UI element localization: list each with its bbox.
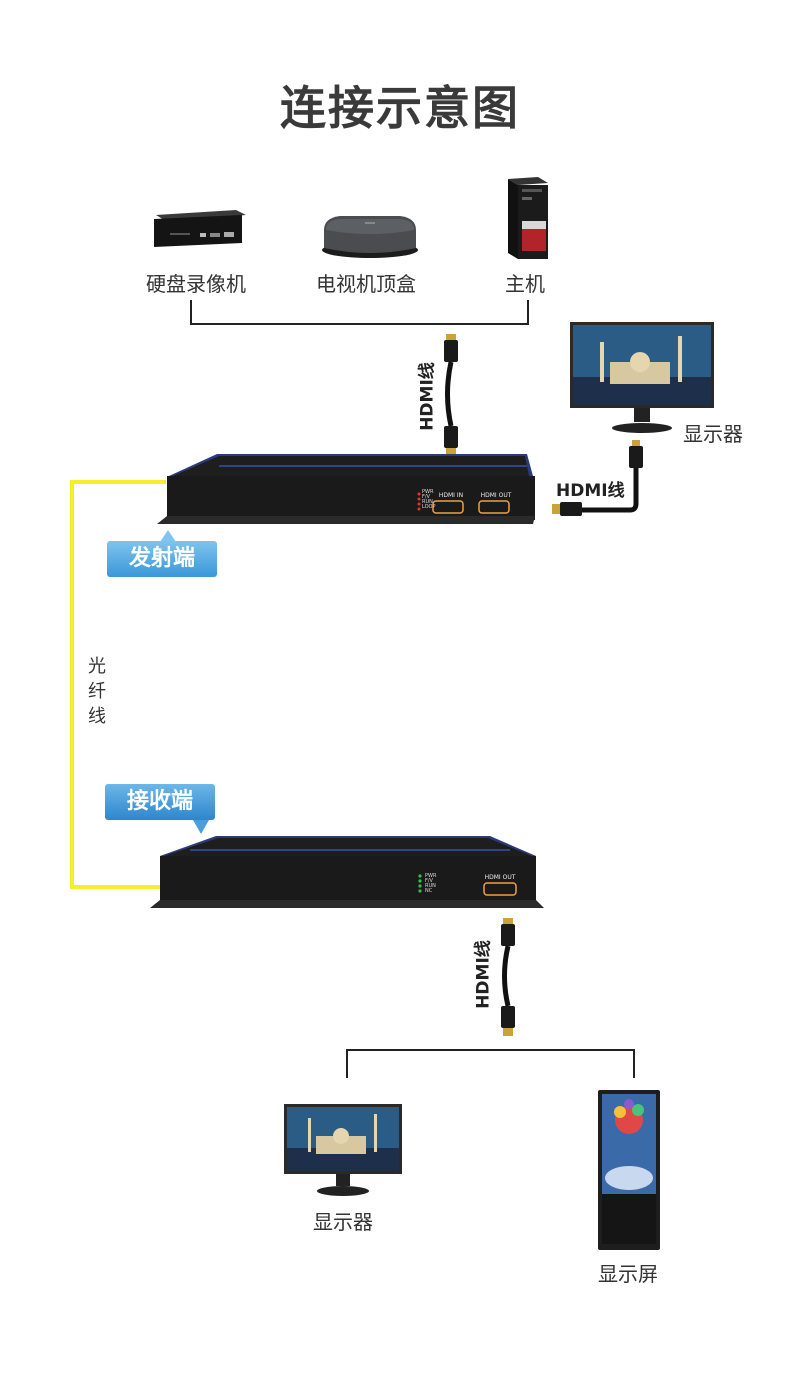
fiber-label-char-1: 光 [88, 656, 106, 677]
fiber-line [70, 480, 166, 889]
led-label-run: RUN [425, 883, 436, 889]
source-bracket-line [190, 300, 529, 325]
transmitter-tag: 发射端 [107, 541, 217, 577]
hdmi-cable-right [552, 440, 643, 516]
port-label-hdmi-out-tx: HDMI OUT [480, 492, 512, 499]
source-label-set-top-box: 电视机顶盒 [316, 272, 416, 296]
receiver-tag: 接收端 [105, 784, 215, 820]
pc-tower-icon [508, 177, 548, 259]
tag-pointer-rx [193, 820, 209, 834]
page-title: 连接示意图 [280, 81, 520, 135]
port-label-hdmi-in: HDMI IN [438, 492, 464, 499]
loop-monitor-icon [570, 322, 714, 433]
transmitter-device [157, 454, 535, 524]
led-label-pwr: PWR [422, 489, 434, 495]
standing-screen-label: 显示屏 [598, 1262, 658, 1286]
dvr-icon [154, 210, 246, 247]
port-label-hdmi-out-rx: HDMI OUT [484, 874, 516, 881]
transmitter-led-labels: PWR F/V RUN LOOP [422, 490, 436, 510]
rx-monitor-icon [284, 1104, 402, 1196]
led-label-loop: LOOP [422, 504, 436, 510]
led-label-nc: NC [425, 888, 433, 894]
loop-monitor-label: 显示器 [683, 422, 743, 446]
set-top-box-icon [322, 216, 418, 258]
hdmi-cable-top [444, 334, 458, 456]
led-label-fv: F/V [422, 494, 430, 500]
hdmi-label-right: HDMI线 [556, 481, 625, 501]
source-label-pc: 主机 [505, 272, 545, 296]
source-label-dvr: 硬盘录像机 [146, 272, 246, 296]
receiver-device [150, 836, 544, 908]
tag-pointer-tx [160, 530, 176, 542]
rx-monitor-label: 显示器 [313, 1210, 373, 1234]
hdmi-cable-bottom [501, 918, 515, 1036]
output-bracket-line [346, 1049, 635, 1078]
hdmi-label-top: HDMI线 [417, 362, 438, 431]
hdmi-label-bottom: HDMI线 [473, 940, 494, 1009]
receiver-led-labels: PWR F/V RUN NC [425, 874, 436, 894]
led-label-fv: F/V [425, 878, 433, 884]
led-label-run: RUN [422, 499, 433, 505]
standing-screen-icon [598, 1090, 660, 1250]
fiber-label-char-3: 线 [88, 706, 106, 727]
fiber-label-char-2: 纤 [88, 681, 106, 702]
led-label-pwr: PWR [425, 873, 437, 879]
